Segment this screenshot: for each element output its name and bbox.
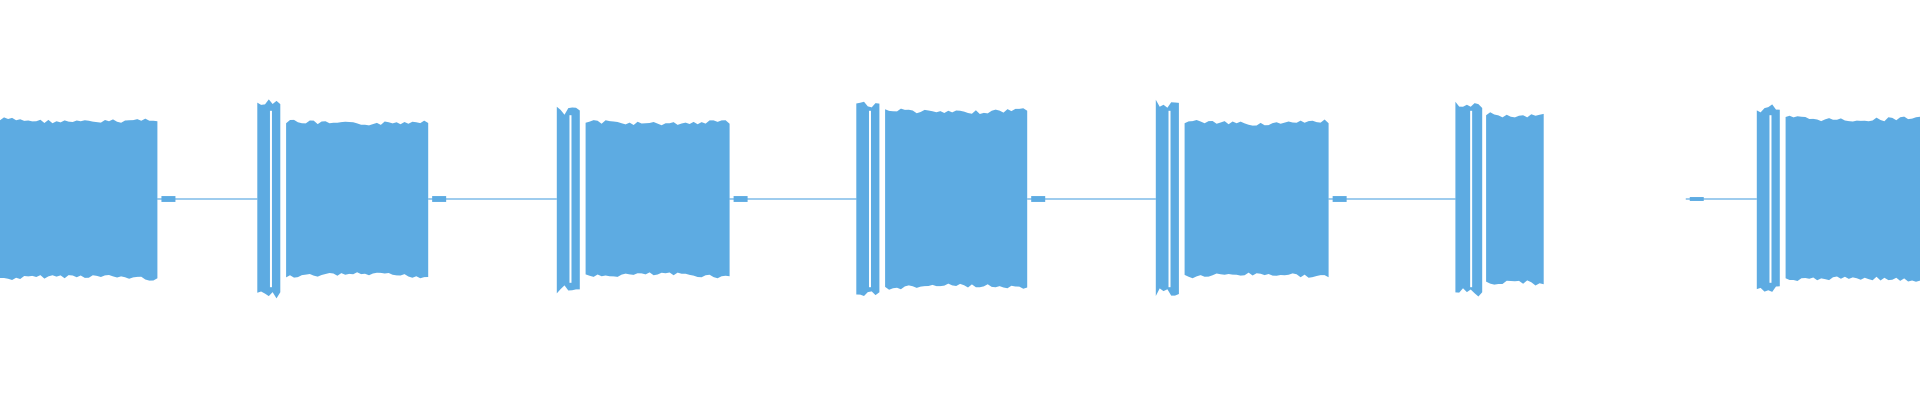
- quiet-blip: [1689, 197, 1704, 201]
- waveform-block: [286, 119, 429, 279]
- waveform-pulse: [556, 106, 580, 294]
- waveform-pulse: [856, 101, 880, 296]
- pulse-gap: [269, 110, 272, 288]
- quiet-segment: [729, 198, 857, 200]
- waveform-block: [1184, 119, 1329, 279]
- quiet-blip: [432, 196, 447, 202]
- waveform-block: [885, 108, 1028, 290]
- pulse-gap: [868, 110, 871, 288]
- quiet-blip: [733, 196, 748, 202]
- waveform-block: [585, 120, 730, 279]
- quiet-segment: [1328, 198, 1456, 200]
- waveform-pulse: [257, 99, 281, 299]
- quiet-blip: [1332, 196, 1347, 202]
- pulse-gap: [569, 115, 572, 283]
- waveform-block: [1486, 112, 1544, 286]
- waveform-burst-layer: [0, 99, 1920, 299]
- pulse-gap: [1769, 115, 1772, 283]
- waveform-block: [0, 117, 158, 281]
- pulse-gap: [1168, 110, 1171, 288]
- waveform-pulse: [1455, 101, 1483, 297]
- waveform-block: [1785, 115, 1920, 282]
- waveform-pulse: [1756, 104, 1780, 292]
- quiet-blip: [161, 196, 176, 202]
- quiet-segment: [1027, 198, 1156, 200]
- waveform-quiet-layer: [157, 196, 1757, 202]
- pulse-gap: [1470, 110, 1473, 288]
- quiet-segment: [1685, 198, 1757, 200]
- quiet-blip: [1031, 196, 1046, 202]
- quiet-segment: [157, 198, 258, 200]
- waveform-pulse: [1155, 99, 1179, 296]
- quiet-segment: [428, 198, 557, 200]
